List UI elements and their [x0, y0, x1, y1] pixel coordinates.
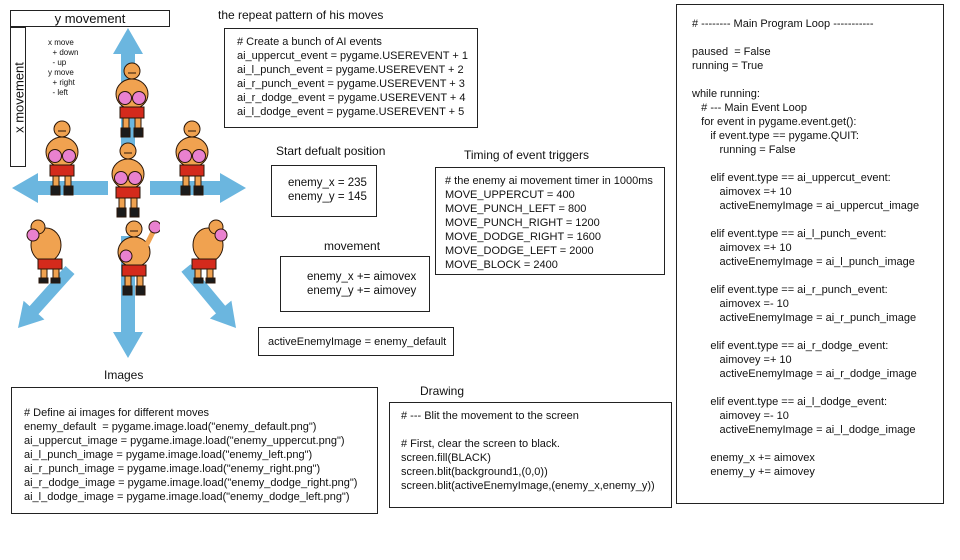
code-line: aimovex =- 10 [692, 298, 789, 310]
timing-code-box: # the enemy ai movement timer in 1000ms … [435, 167, 665, 275]
y-movement-header: y movement [10, 10, 170, 27]
code-line: screen.blit(background1,(0,0)) [401, 466, 548, 478]
legend-line: - up [48, 58, 67, 67]
code-line: ai_r_dodge_event = pygame.USEREVENT + 4 [237, 92, 466, 104]
code-line: aimovex =+ 10 [692, 186, 792, 198]
code-line: activeEnemyImage = ai_l_punch_image [692, 256, 915, 268]
code-line: enemy_default = pygame.image.load("enemy… [24, 421, 317, 433]
code-line [401, 423, 671, 437]
code-line: # -------- Main Program Loop ----------- [692, 18, 874, 30]
legend-line: - left [48, 88, 69, 97]
code-line: if event.type == pygame.QUIT: [692, 130, 859, 142]
code-line: activeEnemyImage = ai_uppercut_image [692, 200, 920, 212]
start-position-caption: Start defualt position [276, 144, 386, 158]
code-line: MOVE_DODGE_RIGHT = 1600 [445, 231, 601, 243]
code-line [692, 213, 943, 227]
code-line: aimovex =+ 10 [692, 242, 792, 254]
boxer-sprite-icon [191, 219, 228, 284]
code-line: # Create a bunch of AI events [237, 36, 382, 48]
boxer-sprite-icon [175, 120, 209, 196]
code-line: paused = False [692, 46, 771, 58]
code-line: MOVE_PUNCH_LEFT = 800 [445, 203, 587, 215]
code-line: elif event.type == ai_r_punch_event: [692, 284, 888, 296]
code-line: # --- Main Event Loop [692, 102, 807, 114]
code-line: ai_uppercut_event = pygame.USEREVENT + 1 [237, 50, 468, 62]
boxer-sprite-icon [115, 62, 149, 138]
code-line: while running: [692, 88, 760, 100]
main-loop-code-box: # -------- Main Program Loop -----------… [676, 4, 944, 504]
code-line: enemy_y += aimovey [692, 466, 815, 478]
start-position-code-box: enemy_x = 235 enemy_y = 145 [271, 165, 377, 217]
images-caption: Images [104, 368, 144, 382]
code-line: elif event.type == ai_l_punch_event: [692, 228, 887, 240]
code-line: running = True [692, 60, 764, 72]
code-line [692, 157, 943, 171]
code-line [692, 31, 943, 45]
code-line: running = False [692, 144, 796, 156]
drawing-code-box: # --- Blit the movement to the screen # … [389, 402, 672, 508]
code-line: activeEnemyImage = enemy_default [268, 336, 447, 348]
x-movement-header: x movement [10, 27, 27, 167]
movement-caption: movement [324, 239, 381, 253]
code-line: enemy_x += aimovex [692, 452, 815, 464]
code-line: activeEnemyImage = ai_r_dodge_image [692, 368, 917, 380]
legend-line: + right [48, 78, 75, 87]
code-line: # First, clear the screen to black. [401, 438, 560, 450]
code-line: elif event.type == ai_r_dodge_event: [692, 340, 889, 352]
drawing-caption: Drawing [420, 384, 465, 398]
images-code-box: # Define ai images for different moves e… [11, 387, 378, 514]
code-line: ai_uppercut_image = pygame.image.load("e… [24, 435, 345, 447]
active-image-code-box: activeEnemyImage = enemy_default [258, 327, 454, 356]
legend-line: y move [48, 68, 74, 77]
movement-code-box: enemy_x += aimovex enemy_y += aimovey [280, 256, 430, 312]
code-line: activeEnemyImage = ai_l_dodge_image [692, 424, 916, 436]
boxer-sprite-icon [111, 142, 145, 218]
code-line: # --- Blit the movement to the screen [401, 410, 579, 422]
code-line [692, 437, 943, 451]
code-line: ai_r_punch_event = pygame.USEREVENT + 3 [237, 78, 465, 90]
code-line: screen.blit(activeEnemyImage,(enemy_x,en… [401, 480, 655, 492]
code-line: ai_l_dodge_event = pygame.USEREVENT + 5 [237, 106, 465, 118]
y-movement-label: y movement [54, 11, 126, 26]
code-line: ai_r_punch_image = pygame.image.load("en… [24, 463, 321, 475]
code-line: ai_l_punch_event = pygame.USEREVENT + 2 [237, 64, 464, 76]
code-line: MOVE_PUNCH_RIGHT = 1200 [445, 217, 600, 229]
code-line: # the enemy ai movement timer in 1000ms [445, 175, 653, 187]
code-line: enemy_y = 145 [288, 191, 367, 203]
code-line: enemy_x = 235 [288, 177, 367, 189]
code-line: for event in pygame.event.get(): [692, 116, 857, 128]
code-line: aimovey =- 10 [692, 410, 789, 422]
code-line: MOVE_DODGE_LEFT = 2000 [445, 245, 594, 257]
ai-events-code-box: # Create a bunch of AI events ai_uppercu… [224, 28, 478, 128]
code-line: enemy_x += aimovex [307, 271, 417, 283]
code-line: ai_l_punch_image = pygame.image.load("en… [24, 449, 313, 461]
code-line: elif event.type == ai_uppercut_event: [692, 172, 891, 184]
code-line: ai_r_dodge_image = pygame.image.load("en… [24, 477, 358, 489]
code-line: activeEnemyImage = ai_r_punch_image [692, 312, 917, 324]
repeat-pattern-caption: the repeat pattern of his moves [218, 8, 384, 22]
code-line [692, 381, 943, 395]
code-line: # Define ai images for different moves [24, 407, 210, 419]
boxer-sprite-icon [117, 220, 160, 296]
boxer-sprite-icon [26, 219, 63, 284]
code-line: enemy_y += aimovey [307, 285, 417, 297]
code-line: ai_l_dodge_image = pygame.image.load("en… [24, 491, 350, 503]
timing-caption: Timing of event triggers [464, 148, 589, 162]
movement-legend: x move + down - up y move + right - left [48, 38, 78, 98]
legend-line: x move [48, 38, 74, 47]
code-line [692, 73, 943, 87]
code-line: MOVE_BLOCK = 2400 [445, 259, 558, 271]
code-line: aimovey =+ 10 [692, 354, 792, 366]
code-line [692, 269, 943, 283]
code-line: MOVE_UPPERCUT = 400 [445, 189, 575, 201]
code-line: screen.fill(BLACK) [401, 452, 491, 464]
arrow-icon [113, 236, 143, 358]
legend-line: + down [48, 48, 79, 57]
code-line [692, 325, 943, 339]
code-line: elif event.type == ai_l_dodge_event: [692, 396, 888, 408]
boxer-sprite-icon [45, 120, 79, 196]
